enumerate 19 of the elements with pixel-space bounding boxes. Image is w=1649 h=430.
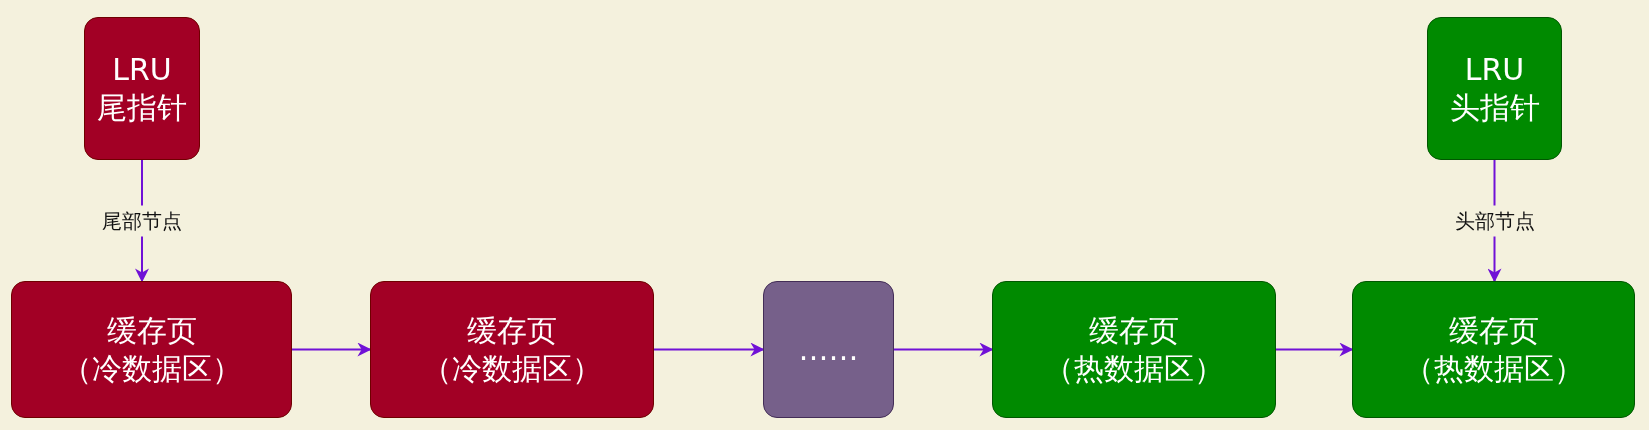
node-label: 缓存页（冷数据区） xyxy=(422,312,602,387)
arrow xyxy=(1275,342,1354,357)
node-label: LRU 尾指针 xyxy=(97,51,187,126)
pointer-box xyxy=(84,17,200,160)
ellipsis-box xyxy=(763,281,894,418)
arrow xyxy=(893,342,994,357)
pointer-box xyxy=(1427,17,1562,160)
node-label: 缓存页（冷数据区） xyxy=(61,312,242,387)
cache-page-box xyxy=(992,281,1276,418)
cache-page-box xyxy=(11,281,292,418)
cache-page-box xyxy=(370,281,654,418)
node-label: 缓存页（热数据区） xyxy=(1403,312,1584,387)
cache-page-box xyxy=(1352,281,1635,418)
arrow xyxy=(291,342,372,357)
node-label: …… xyxy=(798,330,859,369)
node-label: LRU 头指针 xyxy=(1449,51,1540,126)
arrow xyxy=(653,342,765,357)
edge-label: 尾部节点 xyxy=(100,205,184,236)
node-label: 缓存页（热数据区） xyxy=(1044,312,1224,387)
